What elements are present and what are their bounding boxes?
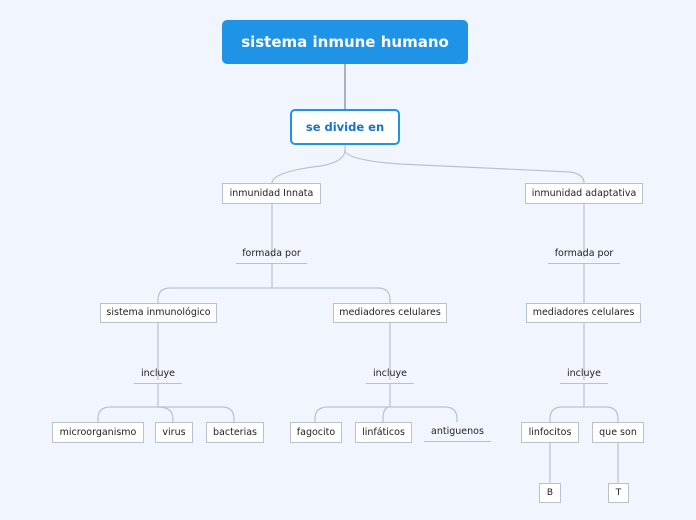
virus-node[interactable]: virus	[155, 422, 193, 443]
antiguenos-node[interactable]: antiguenos	[424, 424, 491, 442]
link-divide-innata	[271, 144, 346, 184]
link-incluye2-linfaticos	[382, 406, 391, 422]
link-formada-sistema	[157, 264, 273, 303]
innata-node[interactable]: inmunidad Innata	[222, 183, 321, 204]
link-incluye-micro	[97, 384, 159, 422]
link-incluye-virus	[157, 406, 174, 422]
link-incluye2-antiguenos	[390, 406, 458, 422]
mediadores-incluye-label[interactable]: incluye	[366, 366, 414, 384]
adaptativa-node[interactable]: inmunidad adaptativa	[525, 183, 643, 204]
divide-node[interactable]: se divide en	[290, 109, 400, 145]
mediadores-node[interactable]: mediadores celulares	[333, 303, 447, 323]
linfaticos-node[interactable]: linfáticos	[355, 422, 412, 443]
link-formada-mediadores	[272, 287, 391, 303]
queson-node[interactable]: que son	[592, 422, 644, 443]
sistema-node[interactable]: sistema inmunológico	[100, 303, 217, 323]
linfocitos-node[interactable]: linfocitos	[521, 422, 579, 443]
mediadores2-node[interactable]: mediadores celulares	[526, 303, 641, 323]
link-incluye-bacterias	[158, 406, 235, 422]
bacterias-node[interactable]: bacterias	[206, 422, 264, 443]
adaptativa-formada-label[interactable]: formada por	[548, 246, 620, 264]
micro-node[interactable]: microorganismo	[52, 422, 144, 443]
innata-formada-label[interactable]: formada por	[236, 246, 307, 264]
root-node[interactable]: sistema inmune humano	[222, 20, 468, 64]
link-incluye3-queson	[584, 406, 619, 422]
leaf-t-node[interactable]: T	[608, 483, 629, 503]
mediadores2-incluye-label[interactable]: incluye	[560, 366, 608, 384]
link-incluye3-linfocitos	[549, 384, 585, 422]
link-divide-adaptativa	[344, 149, 585, 184]
sistema-incluye-label[interactable]: incluye	[134, 366, 182, 384]
fagocito-node[interactable]: fagocito	[290, 422, 342, 443]
link-incluye2-fagocito	[314, 384, 391, 422]
leaf-b-node[interactable]: B	[539, 483, 561, 503]
